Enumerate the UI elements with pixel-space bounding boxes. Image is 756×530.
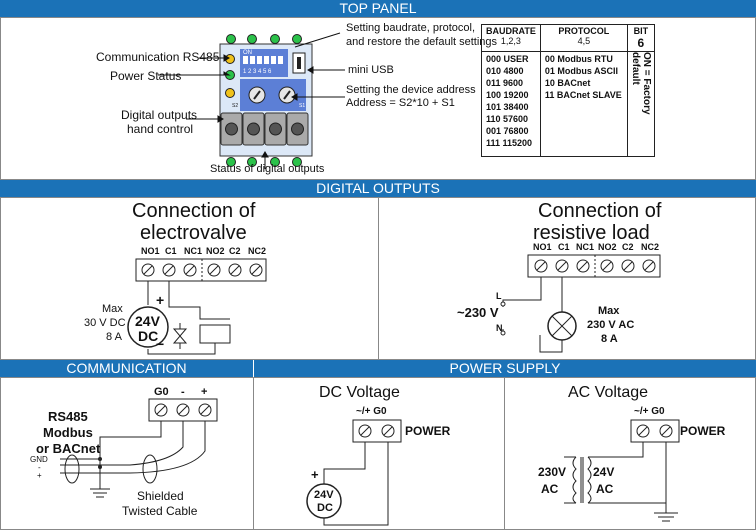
terminal-c2-left: C2 <box>229 246 241 256</box>
line-n-label: N <box>496 323 503 333</box>
dc-plus: + <box>311 467 319 482</box>
comm-label-rs485: RS485 <box>48 409 88 424</box>
resistive-title-2: resistive load <box>533 222 650 244</box>
dc-power-wiring <box>306 419 402 526</box>
s2-label: S2 <box>232 103 238 109</box>
section-header-power-supply: POWER SUPPLY <box>254 360 756 377</box>
electrovalve-max: Max <box>102 303 123 315</box>
terminal-no2-right: NO2 <box>598 242 617 252</box>
terminal-nc2-left: NC2 <box>248 246 267 256</box>
bottom-status-leds <box>226 157 302 167</box>
section-header-communication: COMMUNICATION <box>0 360 253 377</box>
label-rs485: Communication RS485 <box>96 50 220 64</box>
electrovalve-title-1: Connection of <box>132 200 256 222</box>
label-address-2: Address = S2*10 + S1 <box>346 97 455 109</box>
terminal-no1-left: NO1 <box>141 246 160 256</box>
electrovalve-minus: − <box>156 336 165 352</box>
label-digital-outputs: Digital outputs <box>121 108 198 122</box>
ac-voltage-title: AC Voltage <box>568 384 649 401</box>
label-setting-2: and restore the default settings <box>346 36 498 48</box>
dip-numbers: 1 2 3 4 5 6 <box>243 69 272 75</box>
ac-primary-ac: AC <box>541 482 559 496</box>
section-header-top-panel: TOP PANEL <box>0 0 756 17</box>
bit-default: ON = Factory default <box>626 51 655 157</box>
ac-source-label: ~230 V <box>457 305 499 320</box>
resistive-load-wiring <box>500 254 661 353</box>
comm-minus-label: - <box>38 463 41 472</box>
dc-voltage-title: DC Voltage <box>319 384 400 401</box>
line-l-label: L <box>496 291 502 301</box>
ac-terminal-label: ~/+ G0 <box>634 406 665 417</box>
electrovalve-plus: + <box>156 292 165 308</box>
electrovalve-source-dc: DC <box>138 328 159 344</box>
lamp-rating-a: 8 A <box>601 333 618 345</box>
terminal-nc1-right: NC1 <box>576 242 595 252</box>
ac-primary-voltage: 230V <box>538 465 567 479</box>
electrovalve-source-voltage: 24V <box>135 313 160 329</box>
terminal-nc2-right: NC2 <box>641 242 660 252</box>
dc-source-dc: DC <box>317 502 333 514</box>
comm-terminal-minus: - <box>181 386 185 398</box>
label-address-1: Setting the device address <box>346 84 476 96</box>
status-led <box>225 88 235 98</box>
terminal-nc1-left: NC1 <box>184 246 203 256</box>
resistive-title-1: Connection of <box>538 200 662 222</box>
dc-power-label: POWER <box>405 424 451 438</box>
label-mini-usb: mini USB <box>348 64 394 76</box>
terminal-c2-right: C2 <box>622 242 634 252</box>
dip-on-label: ON <box>243 50 252 56</box>
comm-label-modbus: Modbus <box>43 425 93 440</box>
top-status-leds <box>226 34 302 44</box>
dc-terminal-label: ~/+ G0 <box>356 406 387 417</box>
terminal-c1-left: C1 <box>165 246 177 256</box>
ac-secondary-ac: AC <box>596 482 614 496</box>
electrovalve-wiring <box>127 258 267 355</box>
ac-power-label: POWER <box>680 424 726 438</box>
electrovalve-rating-a: 8 A <box>106 331 122 343</box>
section-header-digital-outputs: DIGITAL OUTPUTS <box>0 180 756 197</box>
comm-terminal-g0: G0 <box>154 386 169 398</box>
comm-plus-label: + <box>37 471 42 480</box>
terminal-c1-right: C1 <box>558 242 570 252</box>
lamp-rating-v: 230 V AC <box>587 319 635 331</box>
cable-label-2: Twisted Cable <box>122 504 198 518</box>
dc-source-voltage: 24V <box>314 489 334 501</box>
comm-label-bacnet: or BACnet <box>36 441 101 456</box>
electrovalve-rating-v: 30 V DC <box>84 317 126 329</box>
comm-terminal-plus: + <box>201 386 208 398</box>
s1-label: S1 <box>299 103 305 109</box>
rs485-wiring <box>60 398 218 498</box>
device-top-view: ON 1 2 3 4 5 6 S2 S1 <box>158 32 345 169</box>
label-power-status: Power Status <box>110 69 182 83</box>
comm-gnd-label: GND <box>30 455 48 464</box>
label-setting-1: Setting baudrate, protocol, <box>346 22 476 34</box>
lamp-max: Max <box>598 305 620 317</box>
label-status-outputs: Status of digital outputs <box>210 163 325 175</box>
ac-power-wiring <box>564 419 680 522</box>
cable-label-1: Shielded <box>137 489 184 503</box>
ac-secondary-voltage: 24V <box>593 465 615 479</box>
manual-buttons <box>220 112 309 146</box>
electrovalve-title-2: electrovalve <box>140 222 247 244</box>
label-hand-control: hand control <box>127 122 194 136</box>
terminal-no2-left: NO2 <box>206 246 225 256</box>
terminal-no1-right: NO1 <box>533 242 552 252</box>
